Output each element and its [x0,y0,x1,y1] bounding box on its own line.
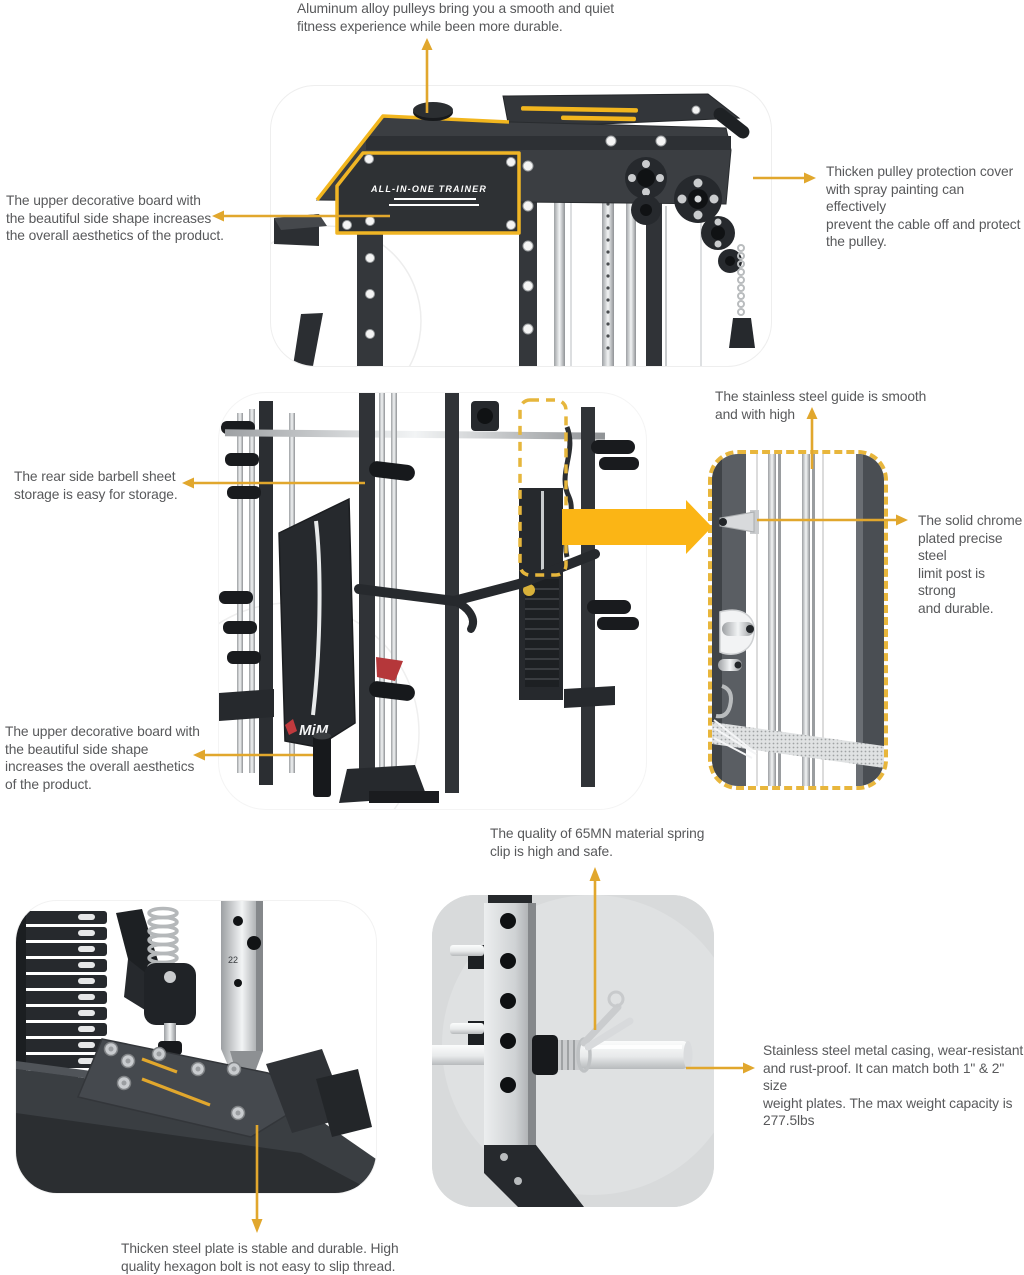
base-plate-image: 22 [15,900,377,1194]
annotation-limit-post: The solid chrome plated precise steel li… [918,513,1023,616]
annotation-aluminum-pulleys: Aluminum alloy pulleys bring you a smoot… [297,1,615,34]
machine-top-illustration: ALL-IN-ONE TRAINER [271,93,755,366]
detail-panel-limit-post [708,450,888,790]
annotation-steel-casing: Stainless steel metal casing, wear-resis… [763,1043,1024,1129]
annotation-spring-clip: The quality of 65MN material spring clip… [490,826,705,859]
annotation-upper-board-mid: The upper decorative board with the beau… [5,724,200,792]
annotation-steel-guide: The stainless steel guide is smooth and … [715,389,927,422]
annotation-pulley-cover: Thicken pulley protection cover with spr… [826,164,1021,250]
guide-number-text: 22 [228,955,238,965]
machine-full-illustration: MiM [219,393,639,809]
annotation-upper-board-top: The upper decorative board with the beau… [6,193,224,244]
annotation-barbell-storage: The rear side barbell sheet storage is e… [14,469,178,502]
base-plate-illustration: 22 [16,901,376,1193]
barbell-sleeve-image [432,895,714,1207]
barbell-sleeve-illustration [432,895,714,1207]
machine-top-image: ALL-IN-ONE TRAINER [270,85,772,367]
machine-full-image: MiM [218,392,647,810]
panel-logo-text: ALL-IN-ONE TRAINER [370,184,487,194]
annotation-thick-plate: Thicken steel plate is stable and durabl… [121,1241,399,1274]
detail-panel-illustration [712,454,884,786]
